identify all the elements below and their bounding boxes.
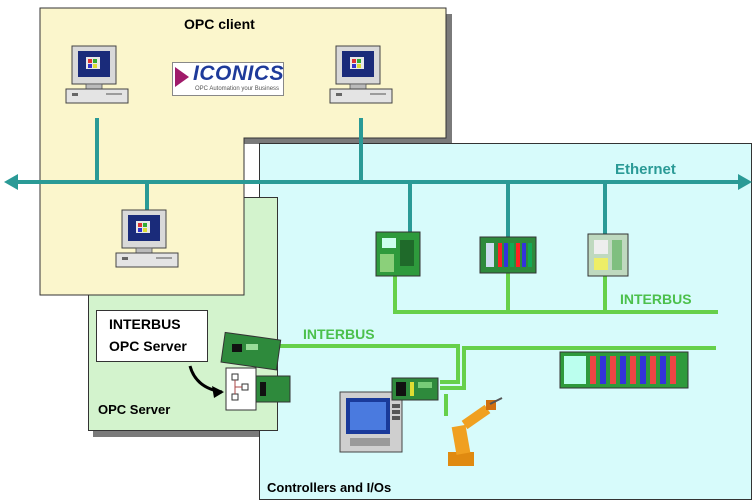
interbus-label-lower: INTERBUS xyxy=(303,326,375,342)
server-box-line2: OPC Server xyxy=(109,338,187,354)
client-pc-left xyxy=(65,45,129,104)
ethernet-label: Ethernet xyxy=(615,161,676,178)
interbus-opc-server-box: INTERBUS OPC Server xyxy=(96,310,208,362)
config-document xyxy=(225,367,257,411)
controllers-label: Controllers and I/Os xyxy=(267,480,392,495)
client-pc-bottom xyxy=(115,209,179,268)
opc-client-label: OPC client xyxy=(184,16,255,32)
controller-1 xyxy=(375,231,421,277)
hmi-controller xyxy=(391,377,439,401)
server-arrow xyxy=(188,365,223,394)
opc-server-label: OPC Server xyxy=(98,402,171,417)
iconics-logo: ICONICS OPC Automation your Business xyxy=(172,62,284,96)
server-box-line1: INTERBUS xyxy=(109,316,181,332)
controller-2 xyxy=(479,236,537,274)
io-rack xyxy=(559,351,689,389)
hmi-panel xyxy=(339,391,403,453)
iconics-logo-name: ICONICS xyxy=(193,62,285,85)
iconics-logo-tagline: OPC Automation your Business xyxy=(195,86,280,92)
robot-arm xyxy=(448,397,503,466)
client-pc-right xyxy=(329,45,393,104)
interbus-label-upper: INTERBUS xyxy=(620,291,692,307)
controller-3 xyxy=(587,233,629,277)
interbus-card xyxy=(220,331,291,403)
